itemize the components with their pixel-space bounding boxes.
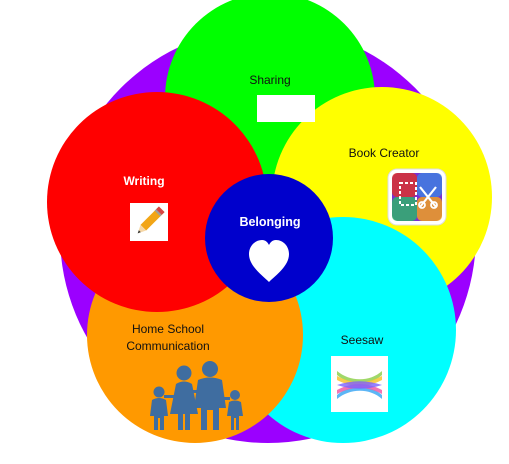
belonging-label: Belonging: [239, 215, 300, 229]
family-icon: [150, 361, 243, 430]
center-belonging-circle: [205, 174, 333, 302]
seesaw-app-icon: [331, 356, 388, 412]
home-school-label-line2: Communication: [126, 339, 209, 353]
blank-image-icon: [257, 95, 315, 122]
home-school-label-line1: Home School: [132, 322, 204, 336]
writing-label: Writing: [123, 174, 164, 188]
book-creator-app-icon: [387, 168, 447, 226]
center-belonging: [205, 174, 333, 302]
book-creator-label: Book Creator: [349, 146, 420, 160]
pencil-icon: [130, 203, 168, 241]
seesaw-label: Seesaw: [341, 333, 384, 347]
heart-icon: [249, 240, 289, 282]
sharing-label: Sharing: [249, 73, 290, 87]
